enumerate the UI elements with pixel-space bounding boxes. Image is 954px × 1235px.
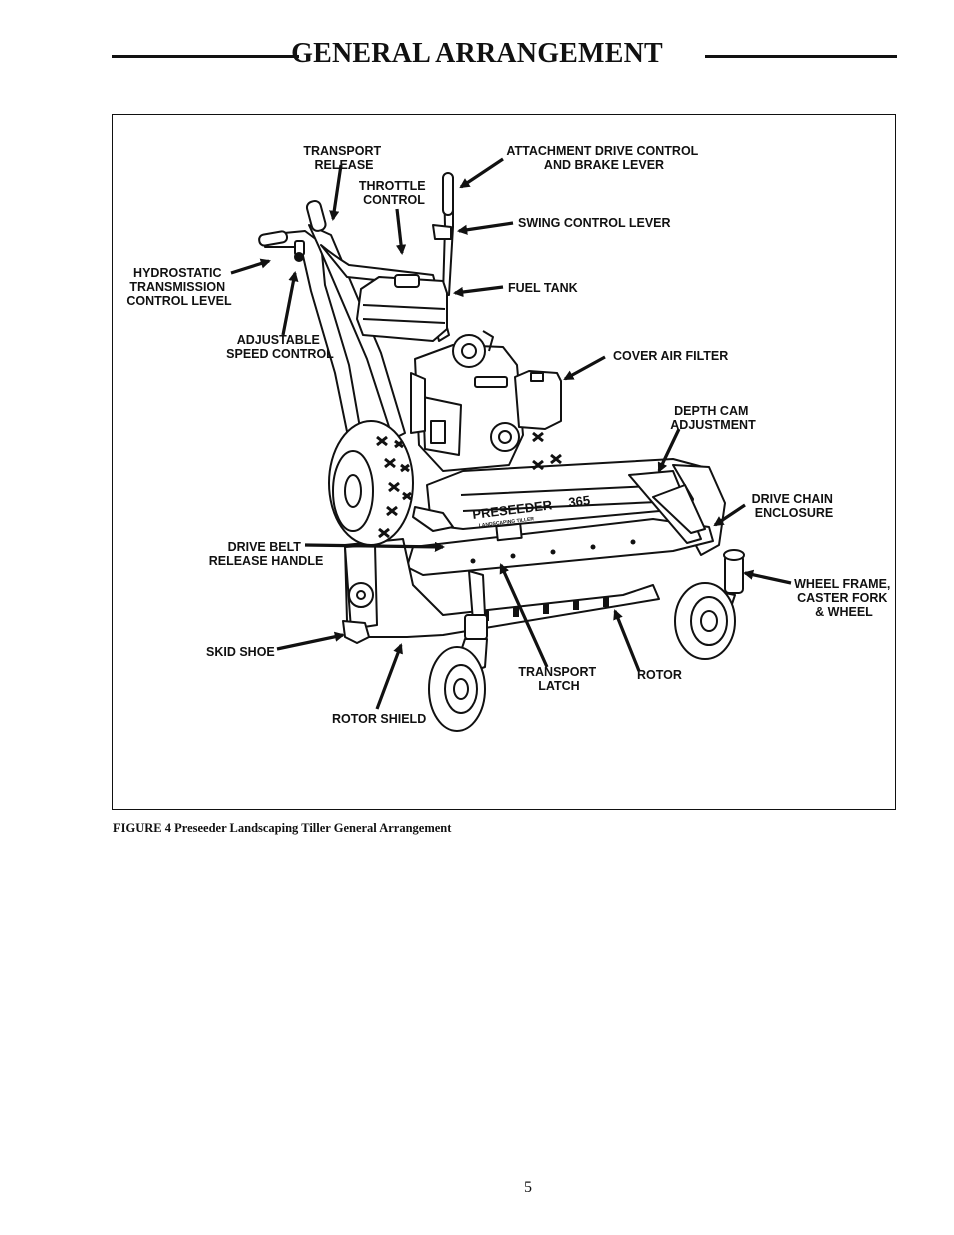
label-transport-latch-line-2: LATCH xyxy=(538,679,579,693)
label-attachment-drive-control: ATTACHMENT DRIVE CONTROL AND BRAKE LEVER xyxy=(506,144,701,172)
label-drive-chain-enclosure-line-2: ENCLOSURE xyxy=(755,506,833,520)
tiller-illustration: PRESEEDER 365 LANDSCAPING TILLER TRANSPO… xyxy=(126,144,894,732)
label-adjustable-speed-control: ADJUSTABLE SPEED CONTROL xyxy=(226,333,334,361)
label-drive-belt-release-line-1: DRIVE BELT xyxy=(228,540,302,554)
label-skid-shoe-line-1: SKID SHOE xyxy=(206,645,275,659)
label-hydrostatic-transmission: HYDROSTATIC TRANSMISSION CONTROL LEVEL xyxy=(126,266,232,308)
label-fuel-tank-line-1: FUEL TANK xyxy=(508,281,578,295)
label-attachment-drive-control-line-2: AND BRAKE LEVER xyxy=(544,158,664,172)
page-title: GENERAL ARRANGEMENT xyxy=(291,38,663,69)
label-cover-air-filter-line-1: COVER AIR FILTER xyxy=(613,349,728,363)
callout-arrows xyxy=(230,157,792,710)
label-wheel-frame-line-2: CASTER FORK xyxy=(797,591,887,605)
machine-model: 365 xyxy=(568,492,591,510)
label-depth-cam-adjustment-line-1: DEPTH CAM xyxy=(674,404,748,418)
label-hydrostatic-transmission-line-3: CONTROL LEVEL xyxy=(126,294,232,308)
figure-caption: FIGURE 4 Preseeder Landscaping Tiller Ge… xyxy=(113,821,452,835)
label-drive-belt-release: DRIVE BELT RELEASE HANDLE xyxy=(209,540,324,568)
page-number: 5 xyxy=(524,1179,532,1196)
label-transport-release-line-1: TRANSPORT xyxy=(303,144,381,158)
label-adjustable-speed-control-line-1: ADJUSTABLE xyxy=(237,333,320,347)
label-rotor: ROTOR xyxy=(637,668,682,682)
label-drive-chain-enclosure: DRIVE CHAIN ENCLOSURE xyxy=(752,492,837,520)
tiller-drawing xyxy=(258,172,745,732)
label-swing-control-lever: SWING CONTROL LEVER xyxy=(518,216,671,230)
label-wheel-frame-line-3: & WHEEL xyxy=(815,605,873,619)
label-fuel-tank: FUEL TANK xyxy=(508,281,578,295)
label-attachment-drive-control-line-1: ATTACHMENT DRIVE CONTROL xyxy=(506,144,698,158)
label-rotor-shield-line-1: ROTOR SHIELD xyxy=(332,712,426,726)
label-transport-release-line-2: RELEASE xyxy=(314,158,373,172)
label-throttle-control: THROTTLE CONTROL xyxy=(359,179,429,207)
label-cover-air-filter: COVER AIR FILTER xyxy=(613,349,728,363)
label-transport-release: TRANSPORT RELEASE xyxy=(303,144,384,172)
label-adjustable-speed-control-line-2: SPEED CONTROL xyxy=(226,347,334,361)
label-transport-latch: TRANSPORT LATCH xyxy=(518,665,599,693)
label-depth-cam-adjustment: DEPTH CAM ADJUSTMENT xyxy=(670,404,756,432)
label-hydrostatic-transmission-line-2: TRANSMISSION xyxy=(129,280,225,294)
label-swing-control-lever-line-1: SWING CONTROL LEVER xyxy=(518,216,671,230)
label-throttle-control-line-1: THROTTLE xyxy=(359,179,426,193)
label-transport-latch-line-1: TRANSPORT xyxy=(518,665,596,679)
label-throttle-control-line-2: CONTROL xyxy=(363,193,425,207)
label-wheel-frame: WHEEL FRAME, CASTER FORK & WHEEL xyxy=(794,577,894,619)
label-drive-belt-release-line-2: RELEASE HANDLE xyxy=(209,554,324,568)
label-drive-chain-enclosure-line-1: DRIVE CHAIN xyxy=(752,492,833,506)
label-rotor-shield: ROTOR SHIELD xyxy=(332,712,426,726)
label-wheel-frame-line-1: WHEEL FRAME, xyxy=(794,577,890,591)
label-skid-shoe: SKID SHOE xyxy=(206,645,275,659)
title-rule-left xyxy=(112,55,299,58)
label-rotor-line-1: ROTOR xyxy=(637,668,682,682)
title-rule-right xyxy=(705,55,897,58)
label-hydrostatic-transmission-line-1: HYDROSTATIC xyxy=(133,266,221,280)
figure-frame: PRESEEDER 365 LANDSCAPING TILLER TRANSPO… xyxy=(112,114,896,810)
label-depth-cam-adjustment-line-2: ADJUSTMENT xyxy=(670,418,756,432)
